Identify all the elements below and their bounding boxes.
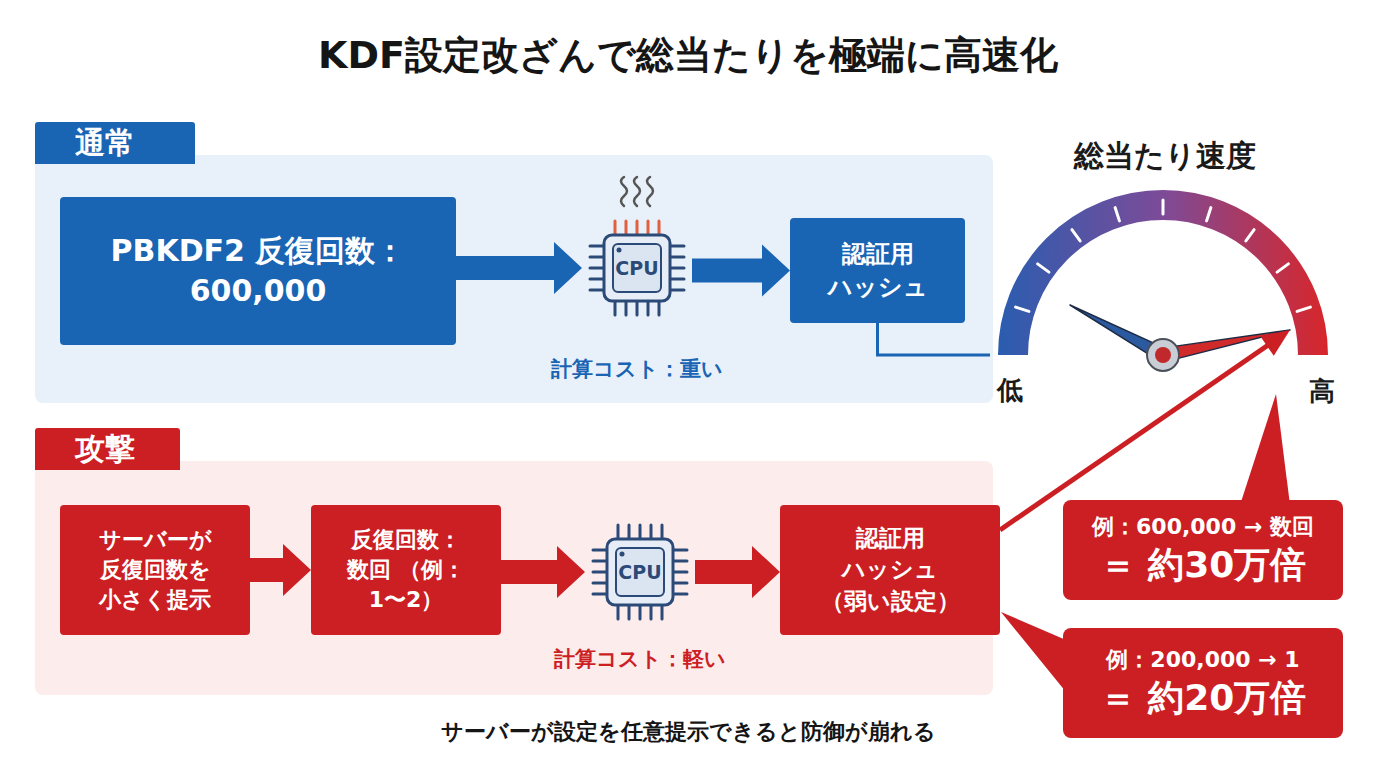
gauge-hub xyxy=(1147,339,1179,371)
panel-tab: 攻撃 xyxy=(35,428,180,470)
cpu-pin xyxy=(593,571,607,574)
cpu-pin xyxy=(670,245,684,248)
gauge-title: 総当たり速度 xyxy=(990,136,1340,177)
cpu-pin xyxy=(590,289,604,292)
iteration-box: 反復回数： 数回 （例：1〜2） xyxy=(311,505,501,635)
cpu-pin xyxy=(593,549,607,552)
diagram-title: KDF設定改ざんで総当たりを極端に高速化 xyxy=(0,30,1376,81)
cpu-pin xyxy=(650,525,653,539)
cpu-pin xyxy=(673,560,687,563)
speed-gauge: 総当たり速度低 高 xyxy=(990,130,1340,410)
cpu-pin xyxy=(617,525,620,539)
gauge-tick xyxy=(1207,208,1211,221)
gauge-tick xyxy=(1277,264,1288,272)
attack-panel: 攻撃サーバーが 反復回数を 小さく提示反復回数： 数回 （例：1〜2）CPU計算… xyxy=(35,428,993,695)
gauge-tick xyxy=(1038,264,1049,272)
panel-tab: 通常 xyxy=(35,122,195,164)
ratio-callout: 例：200,000 → 1＝ 約20万倍 xyxy=(1063,628,1343,738)
cpu-pin xyxy=(658,221,661,235)
cpu-pin xyxy=(625,301,628,315)
cpu-chip: CPU計算コスト：重い xyxy=(582,213,692,323)
ratio-example: 例：600,000 → 数回 xyxy=(1092,513,1314,542)
cpu-pin xyxy=(628,525,631,539)
process-label: PBKDF2 反復回数：600,000 xyxy=(88,231,428,312)
cpu-chip: CPU計算コスト：軽い xyxy=(585,517,695,627)
cpu-pin xyxy=(650,605,653,619)
cpu-pin xyxy=(661,605,664,619)
cpu-pin xyxy=(593,582,607,585)
cpu-pin xyxy=(593,560,607,563)
gauge-tick xyxy=(1297,307,1310,311)
cpu-dot xyxy=(620,552,625,557)
callout-tail xyxy=(1001,612,1066,692)
ratio-value: ＝ 約20万倍 xyxy=(1100,675,1307,720)
cpu-dot xyxy=(617,248,622,253)
cpu-core xyxy=(616,548,664,596)
hash-label: 認証用 ハッシュ xyxy=(813,238,943,303)
iteration-label: 反復回数： 数回 （例：1〜2） xyxy=(331,525,481,614)
cpu-pin xyxy=(639,605,642,619)
cpu-pin xyxy=(661,525,664,539)
server-label: サーバーが 反復回数を 小さく提示 xyxy=(80,525,230,614)
cpu-body xyxy=(607,539,673,605)
cpu-pin xyxy=(614,221,617,235)
cpu-pin xyxy=(670,256,684,259)
chip-label: CPU xyxy=(618,561,661,583)
normal-panel: 通常PBKDF2 反復回数：600,000CPU計算コスト：重い認証用 ハッシュ xyxy=(35,122,993,403)
gauge-low-label: 低 xyxy=(997,373,1023,408)
gauge-high-label: 高 xyxy=(1309,374,1335,409)
cpu-pin xyxy=(590,278,604,281)
cpu-pin xyxy=(673,593,687,596)
cpu-pin xyxy=(614,301,617,315)
cpu-pin xyxy=(625,221,628,235)
process-box: PBKDF2 反復回数：600,000 xyxy=(60,197,456,345)
weak-hash-box: 認証用 ハッシュ （弱い設定） xyxy=(780,505,1000,635)
cpu-pin xyxy=(636,301,639,315)
ratio-example: 例：200,000 → 1 xyxy=(1106,646,1299,675)
gauge-tick xyxy=(1016,307,1029,311)
server-box: サーバーが 反復回数を 小さく提示 xyxy=(60,505,250,635)
cpu-pin xyxy=(647,301,650,315)
chip-label: CPU xyxy=(615,257,658,279)
ratio-value: ＝ 約30万倍 xyxy=(1100,542,1307,587)
cpu-pin xyxy=(590,267,604,270)
cost-label: 計算コスト：軽い xyxy=(520,645,760,673)
cpu-pin xyxy=(590,245,604,248)
cost-label: 計算コスト：重い xyxy=(517,355,757,383)
gauge-tick xyxy=(1115,208,1119,221)
cpu-pin xyxy=(658,301,661,315)
cpu-pin xyxy=(647,221,650,235)
cpu-pin xyxy=(670,278,684,281)
gauge-needle-high xyxy=(1162,330,1290,362)
cpu-pin xyxy=(673,582,687,585)
cpu-pin xyxy=(639,525,642,539)
cpu-body xyxy=(604,235,670,301)
cpu-pin xyxy=(670,289,684,292)
cpu-pin xyxy=(673,549,687,552)
gauge-tick xyxy=(1162,200,1165,214)
cpu-pin xyxy=(670,267,684,270)
hash-label: 認証用 ハッシュ （弱い設定） xyxy=(810,523,970,616)
hash-box: 認証用 ハッシュ xyxy=(790,218,965,323)
cpu-pin xyxy=(590,256,604,259)
cpu-pin xyxy=(628,605,631,619)
callout-tail xyxy=(1240,394,1290,505)
cpu-pin xyxy=(617,605,620,619)
cpu-pin xyxy=(593,593,607,596)
cpu-core xyxy=(613,244,661,292)
gauge-tick xyxy=(1072,230,1080,241)
ratio-callout: 例：600,000 → 数回＝ 約30万倍 xyxy=(1063,500,1343,600)
cpu-pin xyxy=(673,571,687,574)
gauge-hub-core xyxy=(1155,347,1171,363)
cpu-pin xyxy=(636,221,639,235)
gauge-tick xyxy=(1246,230,1254,241)
